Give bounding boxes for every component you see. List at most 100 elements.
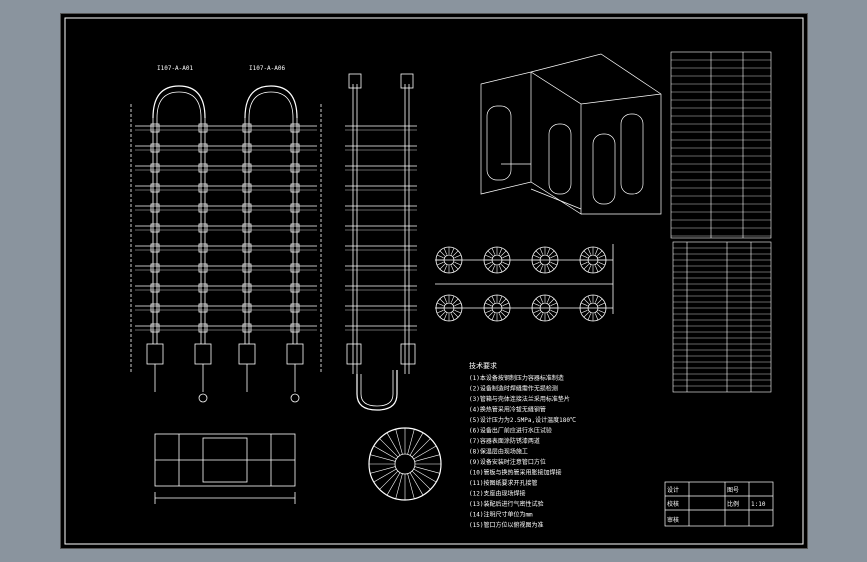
note-line: (9)设备安装时注意管口方位 xyxy=(469,458,546,466)
note-line: (6)设备出厂前应进行水压试验 xyxy=(469,427,552,435)
tube-support xyxy=(150,203,160,213)
nozzle-circle xyxy=(531,246,559,274)
notes-title: 技术要求 xyxy=(469,361,497,370)
tube-support xyxy=(242,143,252,153)
tube-support xyxy=(242,183,252,193)
title-block-cell: 校核 xyxy=(667,500,679,508)
nozzle-circle xyxy=(579,246,607,274)
section-spoke xyxy=(370,466,396,474)
tube-support xyxy=(242,303,252,313)
title-block xyxy=(664,481,774,527)
tube-support xyxy=(242,203,252,213)
bottom-plan-view xyxy=(154,433,296,504)
nozzle-circle xyxy=(579,294,607,322)
note-line: (3)管箱与壳体连接法兰采用标准垫片 xyxy=(469,395,570,403)
section-spoke xyxy=(414,454,440,462)
cad-drawing: I107-A-A01 I107-A-A06 xyxy=(64,17,804,545)
note-line: (1)本设备按钢制压力容器标准制造 xyxy=(469,374,564,382)
tube-support xyxy=(150,223,160,233)
tube-support xyxy=(150,123,160,133)
title-block-cell: 图号 xyxy=(727,487,739,494)
section-spoke xyxy=(395,473,403,499)
tube-support xyxy=(242,243,252,253)
note-line: (12)支座由现场焊接 xyxy=(469,490,525,498)
section-spoke xyxy=(379,470,399,490)
tube-support xyxy=(290,263,300,273)
tube-support xyxy=(290,123,300,133)
tube-support xyxy=(150,263,160,273)
section-spoke xyxy=(373,468,397,483)
tube-support xyxy=(198,263,208,273)
section-spoke xyxy=(414,466,440,474)
section-spoke xyxy=(407,473,415,499)
nozzle-circle xyxy=(531,294,559,322)
section-spoke xyxy=(411,470,431,490)
note-line: (15)管口方位以俯视图为准 xyxy=(469,521,543,529)
note-line: (8)保温层由现场施工 xyxy=(469,448,528,456)
tube-support xyxy=(150,303,160,313)
view-label-a: I107-A-A01 xyxy=(157,65,194,72)
design-data-table xyxy=(670,51,772,239)
side-elevation-view xyxy=(345,73,417,411)
tube-support xyxy=(290,203,300,213)
tube-support xyxy=(290,143,300,153)
tube-support xyxy=(198,143,208,153)
section-spoke xyxy=(407,429,415,455)
section-spoke xyxy=(409,472,424,496)
tube-support xyxy=(290,283,300,293)
section-spoke xyxy=(386,432,401,456)
section-spoke xyxy=(411,438,431,458)
technical-notes: 技术要求 (1)本设备按钢制压力容器标准制造 (2)设备制造时焊缝需作无损检测 (3… xyxy=(469,361,576,529)
tube-support xyxy=(150,183,160,193)
isometric-view xyxy=(480,53,662,215)
tube-support xyxy=(198,283,208,293)
title-block-cell: 1:10 xyxy=(751,501,766,508)
tube-support xyxy=(290,303,300,313)
tube-support xyxy=(198,163,208,173)
tube-support xyxy=(290,323,300,333)
note-line: (4)换热管采用冷拔无缝钢管 xyxy=(469,406,546,414)
note-line: (2)设备制造时焊缝需作无损检测 xyxy=(469,385,558,393)
tube-support xyxy=(198,223,208,233)
title-block-cell: 设计 xyxy=(667,486,679,494)
tube-support xyxy=(242,263,252,273)
section-detail-view xyxy=(368,427,442,501)
tube-support xyxy=(242,323,252,333)
tube-support xyxy=(198,323,208,333)
tube-support xyxy=(290,183,300,193)
tube-support xyxy=(242,123,252,133)
section-spoke xyxy=(379,438,399,458)
tube-support xyxy=(198,243,208,253)
tube-support xyxy=(198,183,208,193)
section-spoke xyxy=(370,454,396,462)
tube-support xyxy=(290,163,300,173)
tube-support xyxy=(150,243,160,253)
note-line: (11)按图纸要求开孔接管 xyxy=(469,479,537,487)
tube-support xyxy=(242,163,252,173)
note-line: (5)设计压力为2.5MPa,设计温度180℃ xyxy=(469,416,576,424)
note-line: (10)管板与换热管采用胀接加焊接 xyxy=(469,469,561,477)
parts-list-table xyxy=(672,241,772,393)
tube-support xyxy=(150,163,160,173)
nozzle-circle xyxy=(483,294,511,322)
tube-support xyxy=(150,143,160,153)
note-line: (7)容器表面涂防锈漆两道 xyxy=(469,437,540,445)
tube-support xyxy=(290,243,300,253)
tube-support xyxy=(150,283,160,293)
tube-support xyxy=(198,203,208,213)
tube-support xyxy=(290,223,300,233)
tube-support xyxy=(150,323,160,333)
note-line: (14)注明尺寸单位为mm xyxy=(469,511,533,519)
note-line: (13)装配后进行气密性试验 xyxy=(469,500,543,508)
front-elevation-view xyxy=(130,85,322,403)
tube-support xyxy=(242,283,252,293)
nozzle-circle xyxy=(435,294,463,322)
tubesheet-plan-view xyxy=(435,244,614,322)
drawing-frame xyxy=(64,17,804,545)
tube-support xyxy=(198,303,208,313)
tube-support xyxy=(242,223,252,233)
section-spoke xyxy=(386,472,401,496)
section-spoke xyxy=(373,445,397,460)
section-spoke xyxy=(413,445,437,460)
tube-support xyxy=(198,123,208,133)
